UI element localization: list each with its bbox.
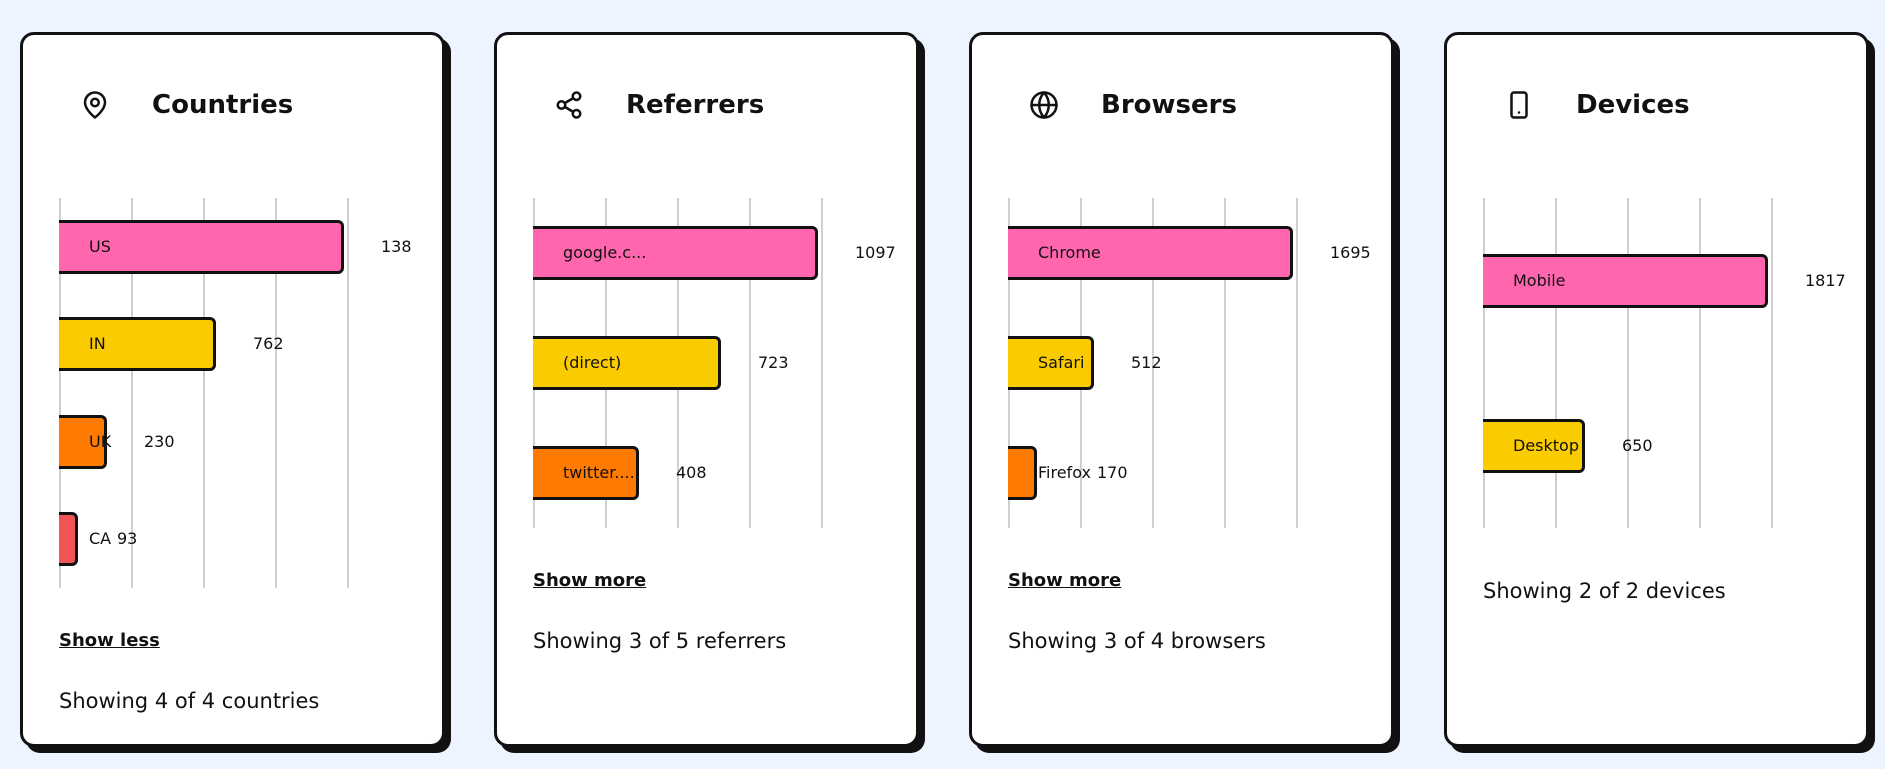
grid-line [1627,198,1629,528]
bar-value: 1695 [1330,243,1371,262]
chart-bar [1483,254,1768,308]
bar-label: UK [89,432,112,451]
card-title: Referrers [626,90,765,120]
grid-line [347,198,349,588]
chart-bar [533,226,818,280]
referrers-card: Referrers google.c... 1097 (direct) 723 twit… [494,32,919,747]
smartphone-icon [1502,88,1536,122]
bar-label: Firefox [1038,463,1091,482]
chart-bar [1008,336,1094,390]
chart-bar [533,446,639,500]
bar-value: 650 [1622,436,1653,455]
grid-line [1555,198,1557,528]
bar-value: 723 [758,353,789,372]
summary-text: Showing 3 of 5 referrers [533,629,787,653]
summary-text: Showing 2 of 2 devices [1483,579,1726,603]
share-icon [552,88,586,122]
bar-value: 762 [253,334,284,353]
chart-bar [59,317,216,371]
card-header: Browsers [1027,83,1237,127]
bar-label: Safari [1038,353,1085,372]
map-pin-icon [78,88,112,122]
bar-label: Mobile [1513,271,1566,290]
bar-value: 138 [381,237,412,256]
bar-value: 1097 [855,243,896,262]
card-title: Countries [152,90,294,120]
chart-bar [533,336,721,390]
grid-line [1483,198,1485,528]
card-title: Browsers [1101,90,1237,120]
grid-line [131,198,133,588]
bar-label: Desktop [1513,436,1579,455]
show-more-button[interactable]: Show more [1008,570,1122,591]
grid-line [821,198,823,528]
card-header: Referrers [552,83,764,127]
summary-text: Showing 3 of 4 browsers [1008,629,1266,653]
chart-bar [59,415,107,469]
bar-label: US [89,237,111,256]
grid-line [1699,198,1701,528]
grid-line [1152,198,1154,528]
grid-line [59,198,61,588]
bar-value: 408 [676,463,707,482]
bar-value: 230 [144,432,175,451]
show-more-button[interactable]: Show more [533,570,647,591]
bar-label: google.c... [563,243,647,262]
card-header: Countries [78,83,293,127]
bar-value: 1817 [1805,271,1846,290]
grid-line [1224,198,1226,528]
chart-bar [1008,226,1293,280]
chart-bar [59,220,344,274]
chart-bar [59,512,78,566]
card-header: Devices [1502,83,1690,127]
bar-value: 512 [1131,353,1162,372]
bar-value: 93 [117,529,138,548]
show-less-button[interactable]: Show less [59,630,160,651]
globe-icon [1027,88,1061,122]
referrers-chart: google.c... 1097 (direct) 723 twitter.... 408 [533,198,896,528]
bar-label: Chrome [1038,243,1101,262]
card-title: Devices [1576,90,1690,120]
grid-line [203,198,205,588]
bar-label: IN [89,334,106,353]
grid-line [275,198,277,588]
chart-bar [1483,419,1585,473]
grid-line [1296,198,1298,528]
grid-line [1771,198,1773,528]
chart-bar [1008,446,1037,500]
bar-label: (direct) [563,353,622,372]
grid-line [749,198,751,528]
bar-label: CA [89,529,112,548]
bar-label: twitter.... [563,463,635,482]
summary-text: Showing 4 of 4 countries [59,689,320,713]
bar-value: 170 [1097,463,1128,482]
